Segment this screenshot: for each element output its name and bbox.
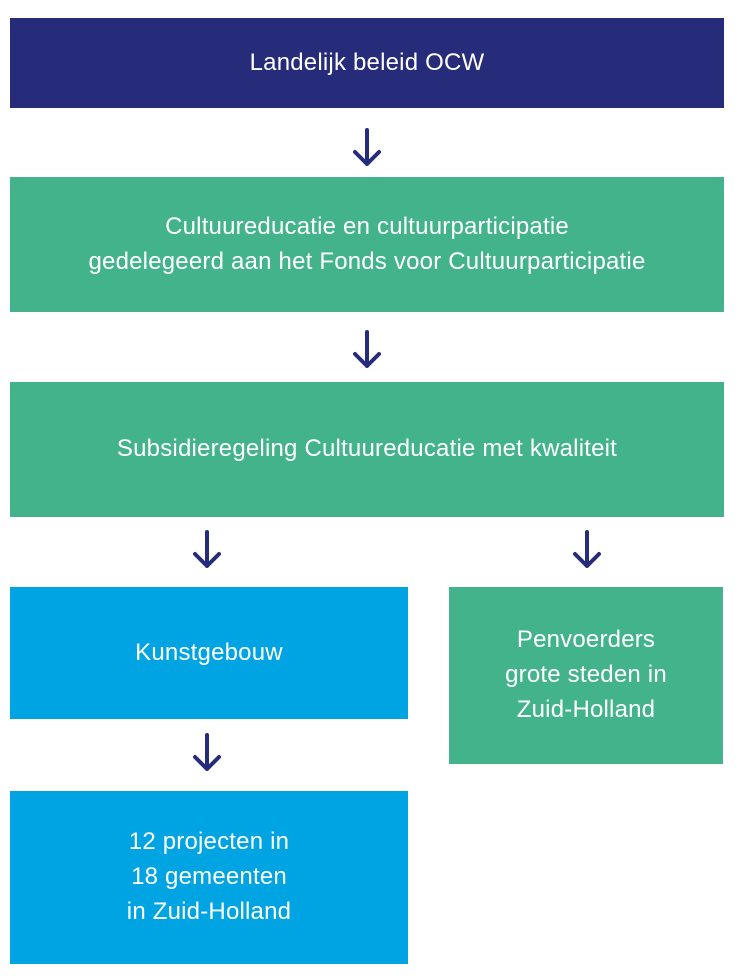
box-landelijk-beleid-ocw: Landelijk beleid OCW bbox=[10, 18, 724, 108]
arrow-down-icon bbox=[351, 330, 383, 370]
box-fonds-cultuurparticipatie: Cultuureducatie en cultuurparticipatie g… bbox=[10, 177, 724, 312]
arrow-down-icon bbox=[191, 733, 223, 773]
box-label: 12 projecten in 18 gemeenten in Zuid-Hol… bbox=[126, 828, 292, 925]
box-label: Landelijk beleid OCW bbox=[249, 48, 485, 76]
box-penvoerders: Penvoerders grote steden in Zuid-Holland bbox=[449, 587, 723, 764]
box-label: Kunstgebouw bbox=[135, 638, 283, 666]
arrow-down-icon bbox=[191, 530, 223, 570]
arrow-down-icon bbox=[351, 128, 383, 168]
box-label: Penvoerders grote steden in Zuid-Holland bbox=[505, 626, 667, 723]
arrow-down-icon bbox=[571, 530, 603, 570]
box-kunstgebouw: Kunstgebouw bbox=[10, 587, 408, 719]
box-subsidieregeling: Subsidieregeling Cultuureducatie met kwa… bbox=[10, 382, 724, 517]
box-label: Subsidieregeling Cultuureducatie met kwa… bbox=[116, 435, 618, 463]
box-label: Cultuureducatie en cultuurparticipatie g… bbox=[88, 212, 646, 275]
box-projecten: 12 projecten in 18 gemeenten in Zuid-Hol… bbox=[10, 791, 408, 964]
